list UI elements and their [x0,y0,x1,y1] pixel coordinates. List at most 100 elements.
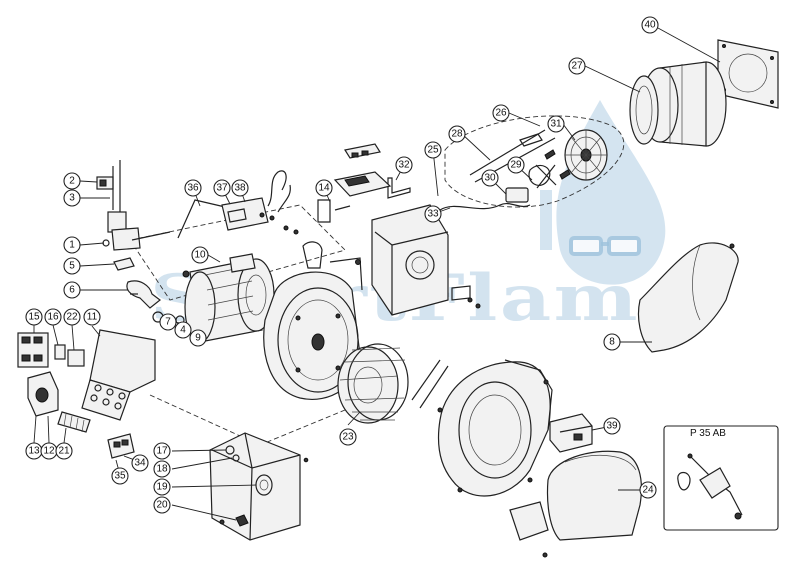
fuse-part [54,344,66,360]
inset-panel: P 35 AB [663,425,779,531]
fan-housing-part [263,257,363,400]
ignition-transformer-part [333,143,392,197]
callout-26: 26 [492,104,510,122]
svg-text:21: 21 [58,446,70,457]
svg-text:20: 20 [156,500,168,511]
callout-11: 11 [83,308,101,326]
svg-text:1: 1 [69,240,75,251]
svg-text:35: 35 [114,471,126,482]
callout-35: 35 [111,467,129,485]
callout-22: 22 [63,308,81,326]
callout-2: 2 [63,172,81,190]
svg-text:29: 29 [510,160,522,171]
svg-text:24: 24 [642,485,654,496]
svg-text:22: 22 [66,312,78,323]
plug-connector-part [107,433,135,459]
callout-40: 40 [641,16,659,34]
control-panel-part [81,329,156,421]
svg-text:19: 19 [156,482,168,493]
air-intake-housing-part [411,359,553,497]
callouts: 40 27 28 26 31 25 29 30 32 33 14 36 37 3… [25,16,659,514]
svg-text:27: 27 [571,61,583,72]
fan-cowling-part [637,242,739,353]
callout-20: 20 [153,496,171,514]
svg-text:26: 26 [495,108,507,119]
svg-text:7: 7 [165,317,171,328]
svg-text:30: 30 [484,173,496,184]
control-cover-part [209,432,309,541]
svg-text:23: 23 [342,432,354,443]
fan-wheel-part [337,343,409,424]
svg-text:10: 10 [194,250,206,261]
diffuser-disc-part [564,129,608,181]
svg-text:17: 17 [156,446,168,457]
blast-tube-part [629,61,727,147]
gas-valve-assembly-part [177,170,299,239]
burner-cover-part [509,450,642,558]
callout-19: 19 [153,478,171,496]
contactor-part [17,332,49,368]
terminal-block-part [57,411,91,433]
callout-21: 21 [55,442,73,460]
callout-39: 39 [603,417,621,435]
svg-text:5: 5 [69,261,75,272]
callout-9: 9 [189,329,207,347]
burner-housing-part [371,204,481,316]
callout-8: 8 [603,333,621,351]
svg-text:8: 8 [609,337,615,348]
svg-text:16: 16 [47,312,59,323]
callout-23: 23 [339,428,357,446]
callout-36: 36 [184,179,202,197]
svg-text:38: 38 [234,183,246,194]
svg-text:40: 40 [644,20,656,31]
callout-16: 16 [44,308,62,326]
svg-text:4: 4 [180,325,186,336]
callout-7: 7 [159,313,177,331]
callout-32: 32 [395,156,413,174]
group-outline-head [444,115,625,208]
svg-text:36: 36 [187,183,199,194]
callout-25: 25 [424,141,442,159]
callout-30: 30 [481,169,499,187]
callout-10: 10 [191,246,209,264]
callout-31: 31 [547,115,565,133]
svg-text:9: 9 [195,333,201,344]
callout-27: 27 [568,57,586,75]
svg-text:6: 6 [69,285,75,296]
bracket-part [302,199,351,269]
callout-6: 6 [63,281,81,299]
svg-text:39: 39 [606,421,618,432]
svg-text:12: 12 [43,446,55,457]
callout-29: 29 [507,156,525,174]
callout-3: 3 [63,189,81,207]
relay-box-part [549,413,593,453]
callout-4: 4 [174,321,192,339]
svg-text:31: 31 [550,119,562,130]
callout-37: 37 [213,179,231,197]
callout-38: 38 [231,179,249,197]
svg-text:18: 18 [156,464,168,475]
callout-12: 12 [40,442,58,460]
control-transformer-part [27,371,59,417]
callout-17: 17 [153,442,171,460]
flange-gasket-part [717,39,779,109]
leader-lines [33,27,721,521]
callout-18: 18 [153,460,171,478]
svg-text:13: 13 [28,446,40,457]
hex-key-part [387,177,411,199]
svg-text:37: 37 [216,183,228,194]
callout-5: 5 [63,257,81,275]
callout-13: 13 [25,442,43,460]
svg-text:33: 33 [427,209,439,220]
svg-text:14: 14 [318,183,330,194]
svg-text:25: 25 [427,145,439,156]
callout-33: 33 [424,205,442,223]
svg-text:3: 3 [69,193,75,204]
inset-title: P 35 AB [690,428,726,439]
solenoid-valve-part [96,160,171,251]
relay-part [67,349,85,367]
callout-24: 24 [639,481,657,499]
callout-14: 14 [315,179,333,197]
callout-1: 1 [63,236,81,254]
